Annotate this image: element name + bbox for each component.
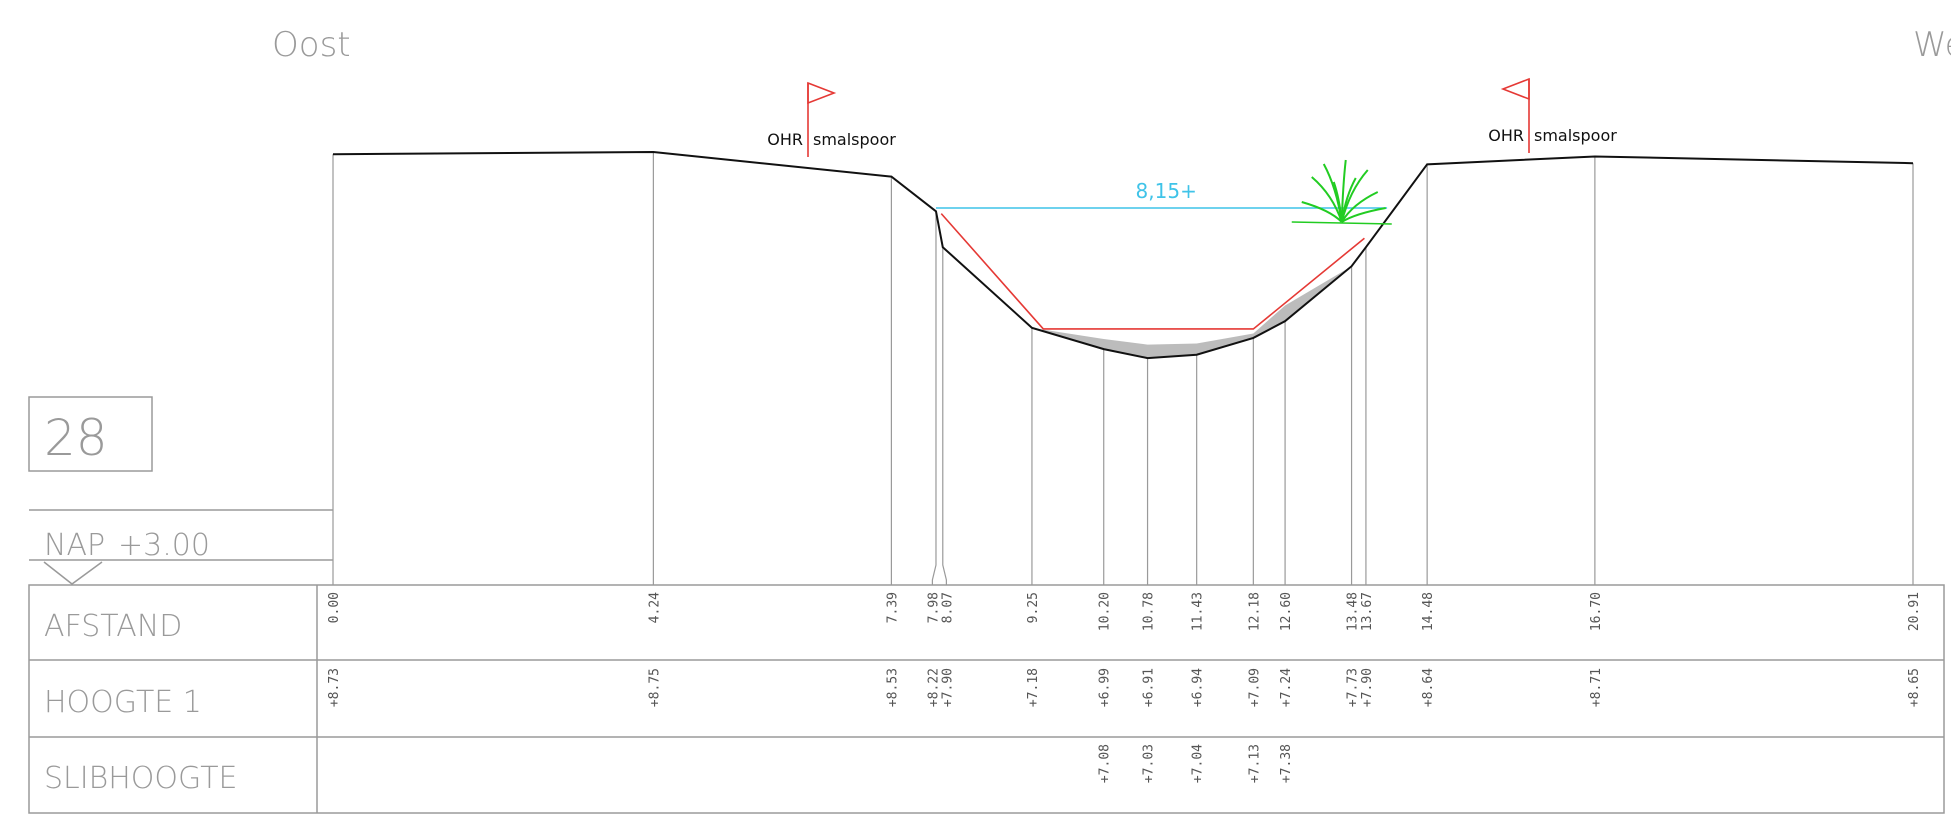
hoogte-tick-label: +8.65 <box>1907 668 1922 707</box>
ground-profile-line <box>332 150 1914 360</box>
ground-profile <box>332 150 1914 360</box>
design-profile <box>940 213 1365 330</box>
marker-ohr-smalspoor: OHR smalspoor <box>767 81 896 157</box>
grass-blade <box>1340 169 1369 223</box>
hoogte-tick-label: +7.73 <box>1346 668 1361 707</box>
afstand-tick-label: 12.60 <box>1279 592 1294 631</box>
afstand-tick-label: 8.07 <box>940 592 955 623</box>
afstand-tick-label: 10.78 <box>1142 592 1157 631</box>
hoogte-tick-label: +8.64 <box>1421 668 1436 707</box>
marker-label-left: OHR <box>767 130 803 149</box>
hoogte-tick-label: +8.22 <box>926 668 941 707</box>
water-width-label: 8,15+ <box>1136 179 1197 203</box>
grass-base <box>1291 221 1392 225</box>
grass-blade <box>1340 191 1379 223</box>
afstand-tick-label: 7.39 <box>885 592 900 623</box>
afstand-tick-label: 11.43 <box>1191 592 1206 631</box>
slib-tick-label: +7.08 <box>1098 744 1113 783</box>
slib-tick-label: +7.38 <box>1279 744 1294 783</box>
afstand-tick-label: 13.67 <box>1360 592 1375 631</box>
vegetation-icon <box>1291 159 1392 225</box>
hoogte-tick-label: +6.91 <box>1142 668 1157 707</box>
grass-blade <box>1341 207 1386 223</box>
flag-icon <box>1500 77 1530 101</box>
hoogte-tick-label: +8.73 <box>327 668 342 707</box>
flag-icon <box>807 81 837 105</box>
afstand-tick-label: 7.98 <box>926 592 941 623</box>
sludge-layer <box>1031 266 1352 359</box>
hoogte-tick-labels: +8.73+8.75+8.53+8.22+7.90+7.18+6.99+6.91… <box>327 668 1922 707</box>
hoogte-tick-label: +6.99 <box>1098 668 1113 707</box>
slib-tick-label: +7.13 <box>1247 744 1262 783</box>
afstand-tick-label: 9.25 <box>1026 592 1041 623</box>
afstand-tick-label: 14.48 <box>1421 592 1436 631</box>
nap-label: NAP <box>44 528 105 563</box>
hoogte-tick-label: +7.18 <box>1026 668 1041 707</box>
afstand-tick-label: 13.48 <box>1346 592 1361 631</box>
hoogte-tick-label: +7.90 <box>940 668 955 707</box>
section-number-box <box>28 396 153 472</box>
grass-blade <box>1301 201 1343 223</box>
afstand-tick-label: 20.91 <box>1907 592 1922 631</box>
station-line <box>942 247 947 585</box>
marker-layer: OHR smalspoor OHR smalspoor <box>767 77 1617 157</box>
marker-ohr-smalspoor: OHR smalspoor <box>1488 77 1617 153</box>
slib-tick-label: +7.04 <box>1191 744 1206 783</box>
station-lines <box>332 152 1914 585</box>
afstand-tick-label: 4.24 <box>647 592 662 623</box>
hoogte-tick-label: +6.94 <box>1191 668 1206 707</box>
hoogte-tick-label: +7.90 <box>1360 668 1375 707</box>
marker-label-right: smalspoor <box>813 130 896 149</box>
section-number: 28 <box>44 409 108 467</box>
station-line <box>931 211 937 585</box>
water-level: 8,15+ <box>935 179 1388 209</box>
hoogte-tick-label: +8.75 <box>647 668 662 707</box>
slib-tick-labels: +7.08 +7.03 +7.04 +7.13 +7.38 <box>1098 744 1294 783</box>
slib-tick-label: +7.03 <box>1142 744 1157 783</box>
afstand-tick-label: 16.70 <box>1589 592 1604 631</box>
afstand-tick-label: 12.18 <box>1247 592 1262 631</box>
orientation-right: West <box>1913 25 1951 65</box>
row-label-afstand: AFSTAND <box>44 609 182 644</box>
orientation-left: Oost <box>272 25 351 65</box>
afstand-tick-label: 0.00 <box>327 592 342 623</box>
row-label-hoogte: HOOGTE 1 <box>44 685 202 720</box>
hoogte-tick-label: +7.09 <box>1247 668 1262 707</box>
afstand-tick-label: 10.20 <box>1098 592 1113 631</box>
row-label-slibhoogte: SLIBHOOGTE <box>44 761 238 796</box>
marker-label-left: OHR <box>1488 126 1524 145</box>
nap-triangle <box>43 561 103 585</box>
profile-table <box>28 584 1945 814</box>
sludge-area <box>1031 266 1352 359</box>
hoogte-tick-label: +7.24 <box>1279 668 1294 707</box>
nap-value: +3.00 <box>118 528 210 563</box>
hoogte-tick-label: +8.53 <box>885 668 900 707</box>
marker-label-right: smalspoor <box>1534 126 1617 145</box>
hoogte-tick-label: +8.71 <box>1589 668 1604 707</box>
design-profile-line <box>940 213 1365 330</box>
